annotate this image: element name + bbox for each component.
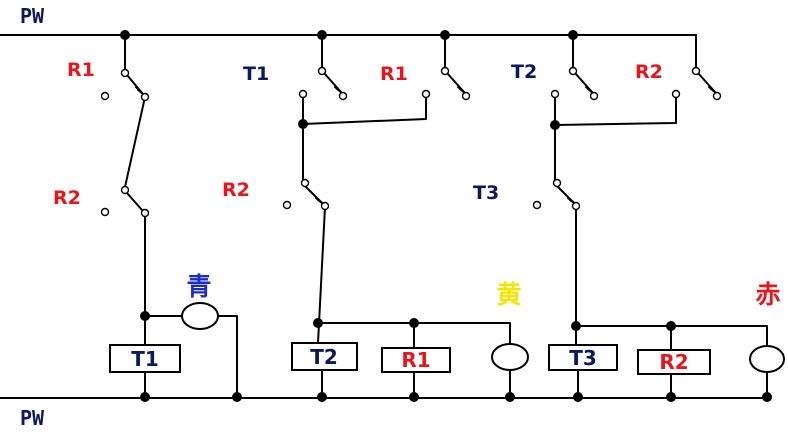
r2-contact-2-label: R2 [222,179,250,201]
relay-t2: T2 [291,342,358,371]
r1-contact-2: R1 [380,63,471,101]
column-1-wiring [124,34,238,399]
lamp-blue-bulb [181,302,219,330]
r2-contact-3: R2 [635,61,722,101]
lamp-blue-label: 青 [186,272,211,301]
lamp-yellow-label: 黄 [496,280,521,309]
lamp-red: 赤 [749,280,785,373]
relay-t2-label: T2 [310,345,338,369]
lamp-red-label: 赤 [755,280,780,309]
r1-contact-1-label: R1 [67,59,95,81]
t2-contact: T2 [511,61,599,101]
r2-contact-3-label: R2 [635,61,663,83]
relay-r2: R2 [637,349,711,375]
t1-contact-label: T1 [243,63,269,85]
top-rail-label: PW [20,4,45,28]
relay-r1-label: R1 [401,348,430,372]
lamp-blue: 青 [181,272,219,330]
relay-r2-label: R2 [659,350,688,374]
relay-t3-label: T3 [569,346,597,370]
t3-contact: T3 [473,178,581,211]
r2-contact-1-label: R2 [53,187,81,209]
lamp-yellow-bulb [491,343,529,371]
lamp-red-bulb [749,345,785,373]
relay-t1-label: T1 [131,347,159,371]
lamp-yellow: 黄 [491,280,529,371]
t1-contact: T1 [243,63,348,101]
column-3-wiring [554,34,768,399]
r2-contact-1: R2 [53,185,150,218]
t2-contact-label: T2 [511,61,537,83]
r2-contact-2: R2 [222,178,330,211]
relay-t1: T1 [109,344,181,373]
r1-contact-1: R1 [67,59,150,102]
relay-t3: T3 [548,344,618,371]
bottom-rail-label: PW [20,406,45,430]
r1-contact-2-label: R1 [380,63,408,85]
column-2-wiring [302,34,511,399]
t3-contact-label: T3 [473,182,499,204]
junction-dots [120,30,772,402]
relay-r1: R1 [381,347,451,373]
